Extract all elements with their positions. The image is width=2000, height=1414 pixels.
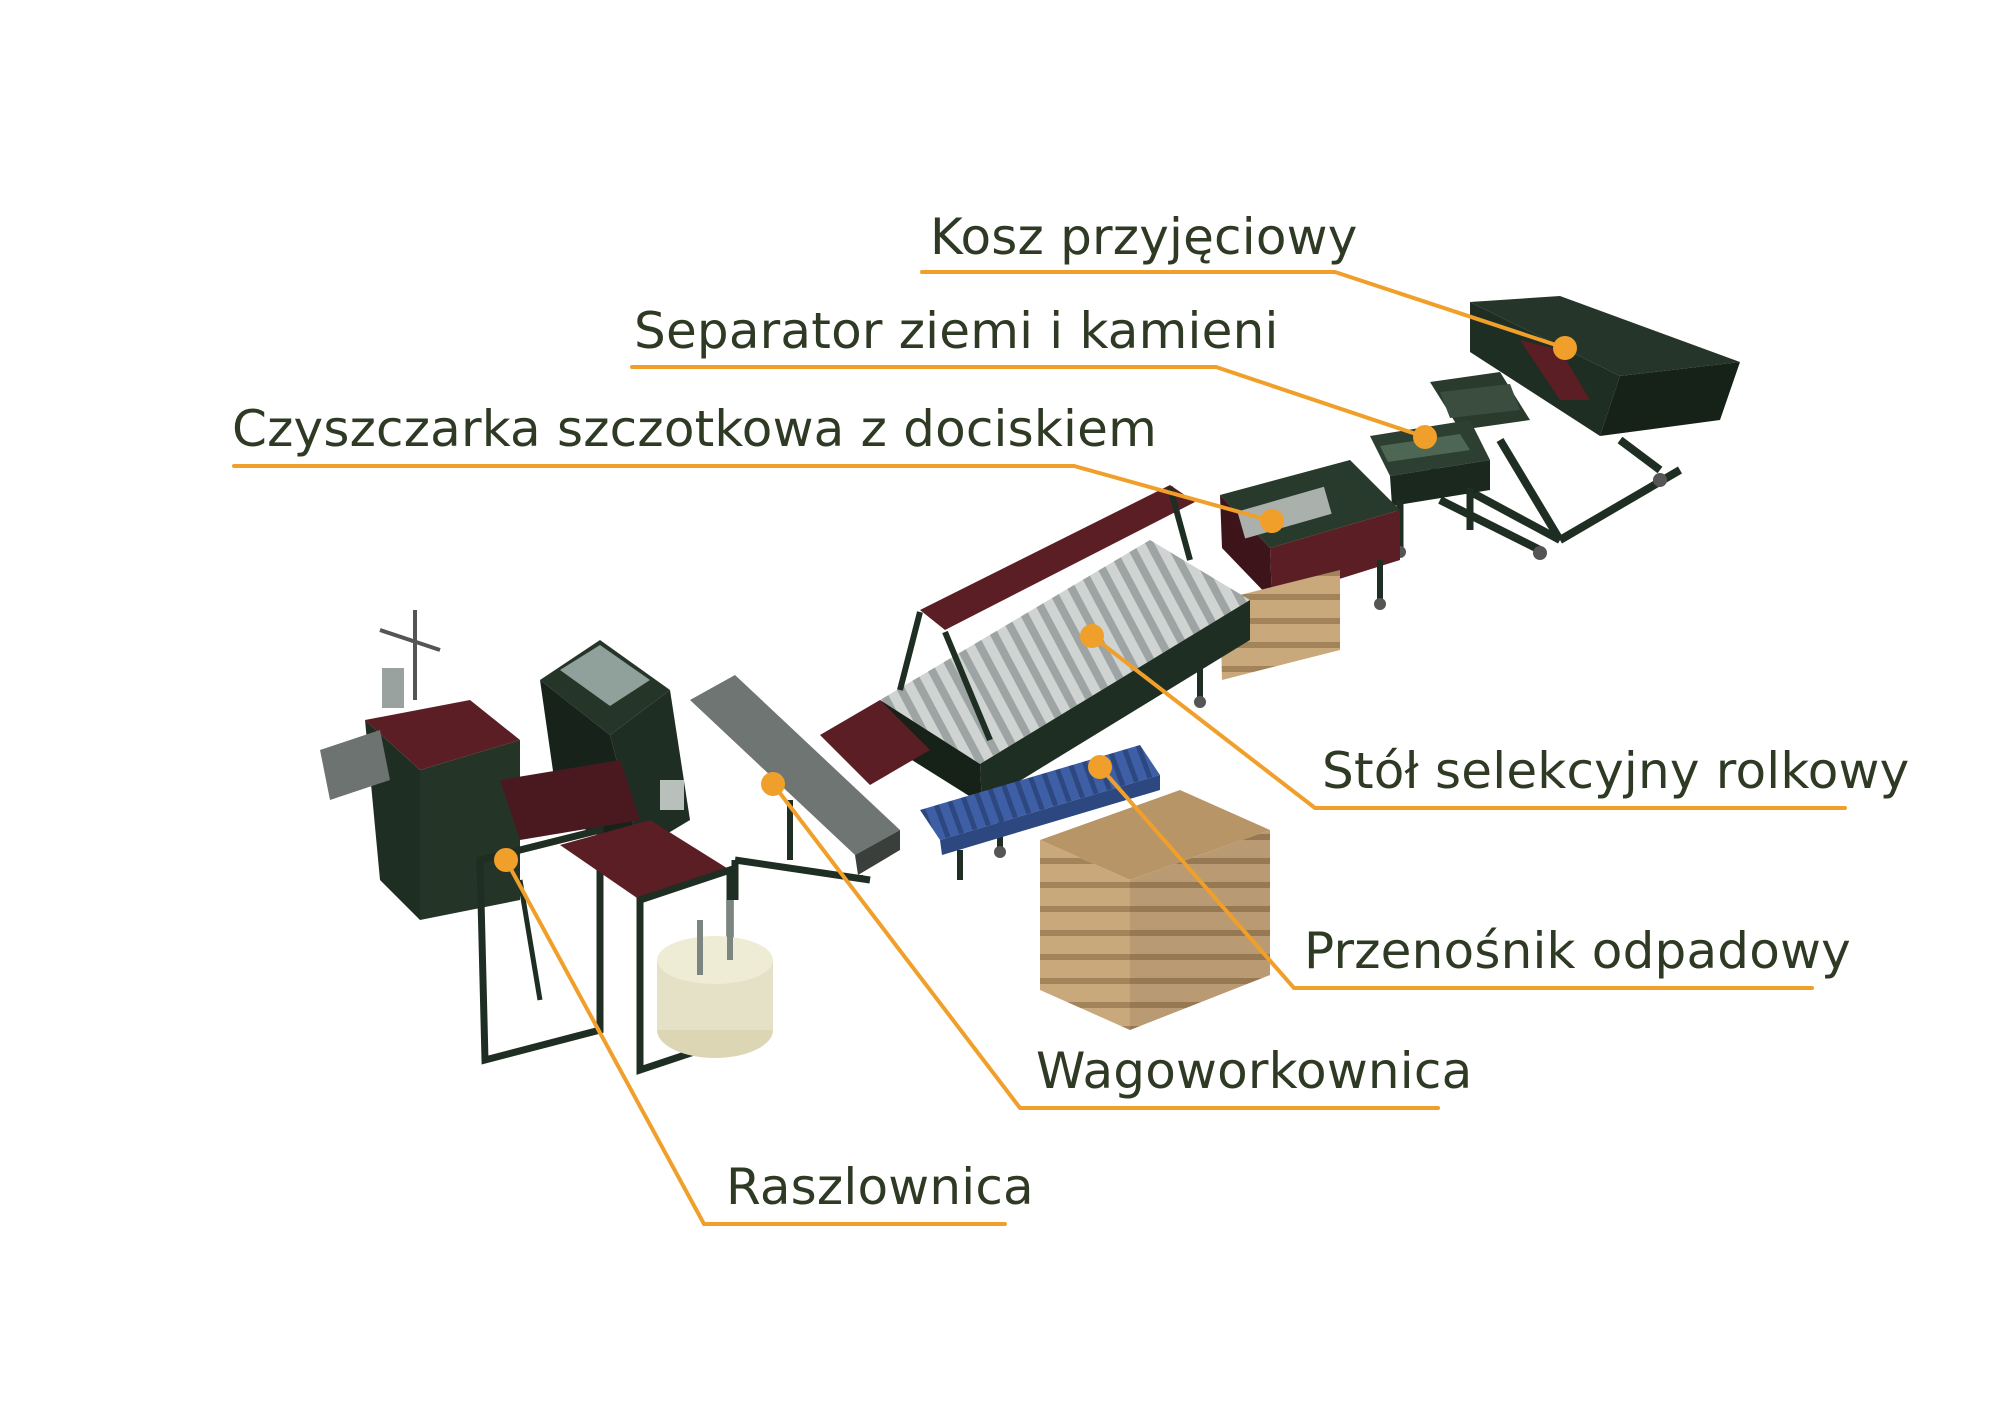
net-bagger-machine (320, 610, 773, 1075)
leader-separator (630, 365, 1427, 439)
leader-dots (494, 336, 1577, 872)
label-wagoworkownica: Wagoworkownica (1036, 1042, 1473, 1100)
label-raszlownica: Raszlownica (726, 1158, 1034, 1216)
brush-cleaner-machine (1220, 460, 1400, 680)
wooden-crate (1040, 790, 1270, 1030)
leader-czyszczarka (232, 464, 1274, 523)
leader-wagoworkownica (771, 782, 1440, 1110)
leader-raszlownica (504, 858, 1007, 1226)
dot-stol (1080, 624, 1104, 648)
dot-raszlownica (494, 848, 518, 872)
label-czyszczarka: Czyszczarka szczotkowa z dociskiem (232, 400, 1158, 458)
roller-sorting-table (820, 485, 1250, 858)
label-stol-selekcyjny: Stół selekcyjny rolkowy (1322, 742, 1910, 800)
dot-przenosnik (1088, 755, 1112, 779)
dot-wagoworkownica (761, 772, 785, 796)
leader-stol (1090, 634, 1847, 810)
dot-czyszczarka (1260, 509, 1284, 533)
dot-kosz (1553, 336, 1577, 360)
label-kosz-przyjeciowy: Kosz przyjęciowy (930, 208, 1358, 266)
leader-przenosnik (1098, 765, 1814, 990)
hopper-machine (1428, 296, 1740, 560)
label-przenosnik: Przenośnik odpadowy (1304, 922, 1851, 980)
leader-kosz (920, 270, 1567, 350)
dot-separator (1413, 425, 1437, 449)
soil-stone-separator (1370, 420, 1490, 558)
label-separator: Separator ziemi i kamieni (634, 302, 1279, 360)
leader-lines (232, 270, 1847, 1226)
